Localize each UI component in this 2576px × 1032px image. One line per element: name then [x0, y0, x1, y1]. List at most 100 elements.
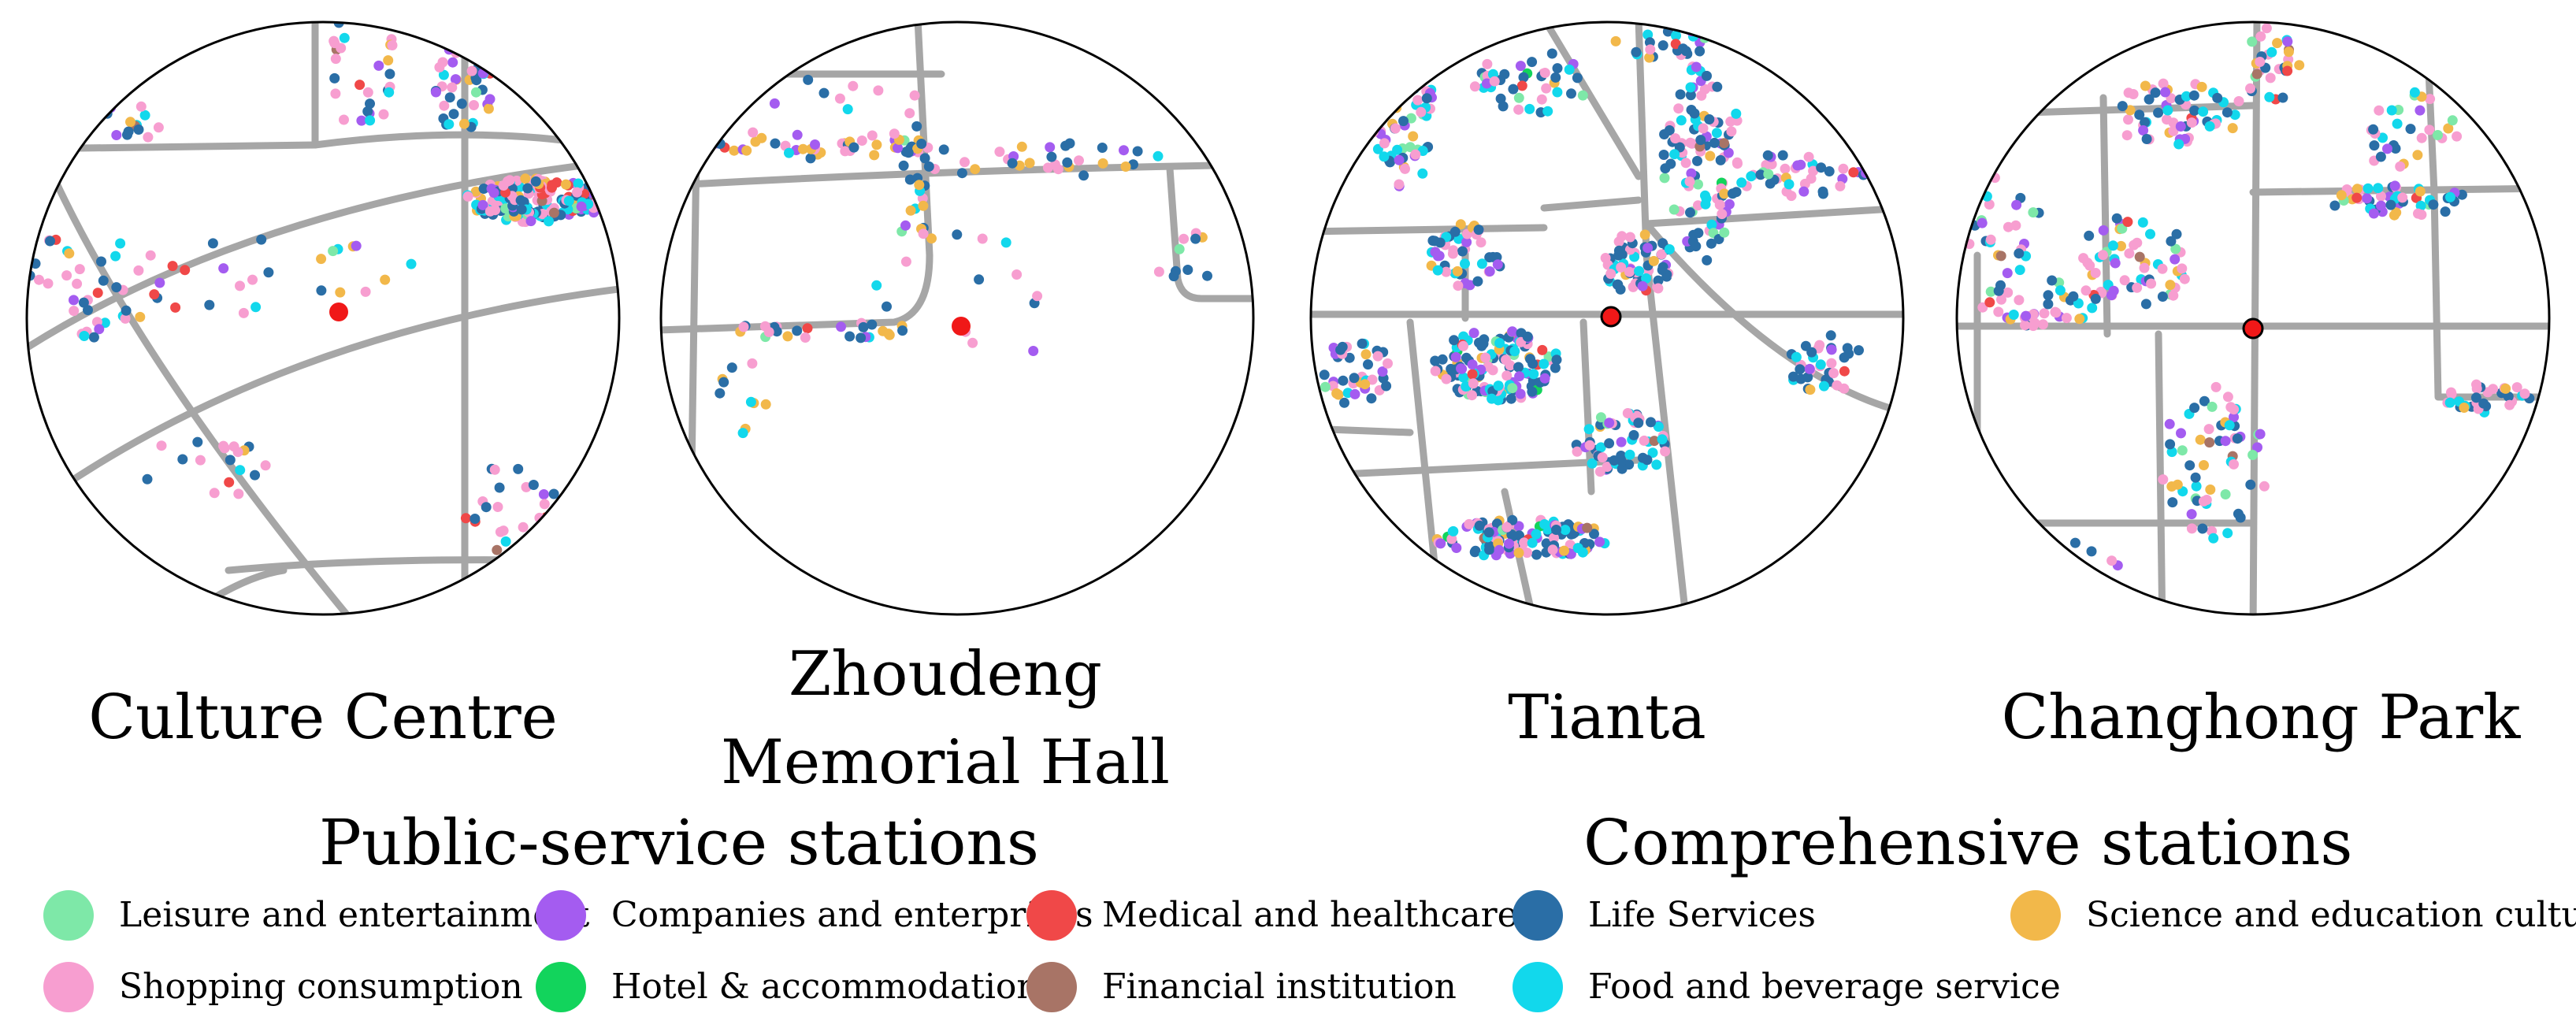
poi-point-shopping [1389, 86, 1400, 97]
poi-point-shopping [1584, 440, 1595, 451]
poi-point-life [1531, 549, 1542, 560]
poi-point-shopping [1539, 68, 1550, 78]
poi-point-science [2415, 186, 2426, 197]
poi-point-shopping [1467, 390, 1477, 401]
poi-point-life [2184, 460, 2196, 471]
poi-point-shopping [145, 250, 156, 261]
poi-point-shopping [1379, 138, 1390, 149]
poi-point-shopping [1622, 408, 1633, 418]
poi-point-food [2392, 118, 2403, 129]
poi-point-companies [373, 60, 384, 71]
poi-point-life [1709, 137, 1720, 148]
poi-point-life [858, 321, 869, 332]
poi-point-food [1746, 171, 1757, 182]
map-label-tianta: Tianta [1508, 682, 1706, 753]
poi-point-food [2198, 106, 2209, 117]
legend-label-life: Life Services [1588, 895, 1817, 935]
poi-point-companies [2229, 412, 2239, 422]
poi-point-food [1560, 525, 1571, 536]
poi-point-shopping [1441, 373, 1452, 384]
poi-point-shopping [1011, 269, 1023, 280]
poi-point-shopping [120, 313, 131, 324]
poi-point-shopping [360, 286, 371, 297]
poi-point-life [478, 184, 489, 194]
poi-point-medical [2122, 217, 2133, 228]
poi-point-life [1478, 338, 1489, 349]
poi-point-life [1795, 373, 1806, 384]
poi-point-food [444, 119, 455, 130]
poi-point-science [1408, 131, 1419, 142]
poi-point-companies [1604, 418, 1615, 429]
poi-point-food [2363, 183, 2374, 194]
poi-point-companies [2175, 121, 2186, 132]
poi-point-science [2140, 80, 2151, 91]
poi-point-shopping [1832, 380, 1843, 391]
poi-point-science [1610, 35, 1621, 46]
poi-point-food [1460, 258, 1470, 269]
poi-point-shopping [1409, 69, 1419, 80]
poi-point-companies [218, 263, 229, 274]
poi-point-life [1689, 108, 1700, 119]
poi-point-food [2087, 303, 2098, 314]
map-label-changhong-park: Changhong Park [2001, 682, 2521, 753]
poi-point-life [1685, 90, 1696, 101]
poi-point-leisure [328, 246, 339, 257]
poi-point-life [123, 126, 134, 137]
poi-point-shopping [2084, 260, 2095, 271]
poi-point-life [1712, 81, 1723, 92]
poi-point-life [2232, 433, 2243, 444]
poi-point-shopping [960, 157, 970, 168]
poi-point-life [974, 274, 985, 285]
poi-point-life [1508, 84, 1519, 95]
poi-point-shopping [2446, 388, 2457, 399]
poi-point-science [2196, 81, 2207, 92]
poi-point-food [2002, 571, 2013, 581]
poi-point-shopping [507, 570, 518, 581]
poi-point-science [1452, 265, 1463, 277]
poi-point-science [2074, 314, 2085, 325]
poi-point-shopping [2416, 210, 2427, 220]
poi-point-science [2391, 207, 2402, 218]
poi-point-leisure [1763, 169, 1774, 180]
poi-point-life [1064, 138, 1075, 149]
poi-point-medical [180, 265, 191, 276]
poi-point-life [718, 377, 729, 388]
poi-point-science [970, 164, 981, 175]
poi-point-science [1644, 52, 1655, 63]
poi-point-science [2008, 554, 2019, 565]
poi-point-shopping [469, 100, 479, 110]
poi-point-companies [1792, 160, 1803, 171]
poi-point-life [1817, 188, 1828, 199]
poi-point-shopping [1673, 103, 1684, 114]
poi-point-life [1368, 113, 1379, 124]
poi-point-companies [2164, 418, 2175, 429]
poi-point-leisure [1595, 412, 1606, 423]
poi-point-shopping [1799, 178, 1810, 189]
poi-point-life [88, 332, 99, 343]
poi-point-life [2141, 134, 2152, 144]
poi-point-shopping [2488, 384, 2499, 395]
poi-point-medical [92, 288, 103, 299]
poi-point-food [2444, 191, 2455, 202]
poi-point-life [1363, 359, 1373, 370]
poi-point-life [2007, 574, 2018, 585]
poi-point-life [2039, 548, 2050, 559]
poi-point-shopping [72, 278, 83, 289]
poi-point-food [115, 238, 126, 249]
poi-point-shopping [2376, 191, 2386, 202]
poi-point-companies [1484, 266, 1495, 277]
poi-point-shopping [1367, 374, 1378, 385]
poi-point-companies [1515, 388, 1526, 399]
poi-point-shopping [1835, 180, 1846, 191]
poi-point-shopping [2132, 282, 2143, 293]
poi-point-shopping [1985, 234, 1996, 245]
poi-point-leisure [1320, 381, 1331, 392]
poi-point-companies [111, 130, 122, 140]
poi-point-shopping [1656, 249, 1667, 260]
poi-point-food [1000, 237, 1011, 248]
poi-point-life [78, 297, 89, 308]
poi-point-life [919, 153, 930, 164]
poi-point-science [1455, 219, 1466, 230]
poi-point-medical [2282, 65, 2293, 76]
poi-point-companies [1450, 351, 1461, 362]
